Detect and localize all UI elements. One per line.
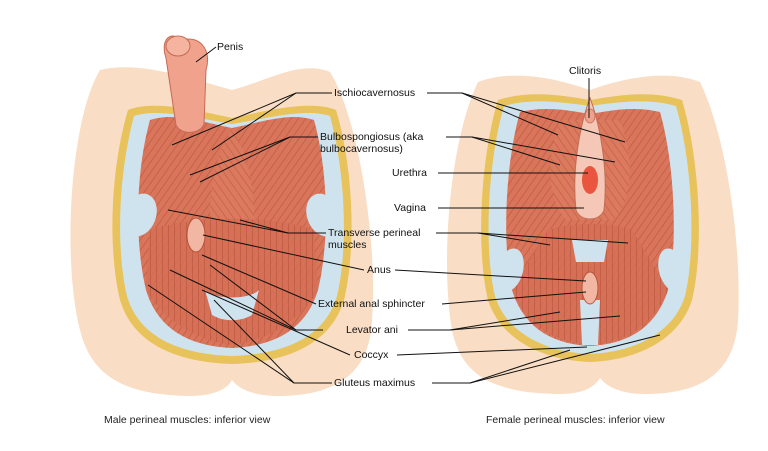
label-urethra: Urethra (392, 167, 428, 179)
female-figure (447, 75, 739, 394)
label-transverse-perineal-line2: muscles (328, 239, 367, 251)
female-anus (581, 271, 599, 305)
caption-female: Female perineal muscles: inferior view (486, 414, 665, 426)
label-levator-ani: Levator ani (346, 324, 398, 336)
label-ischiocavernosus: Ischiocavernosus (334, 87, 416, 99)
male-penis (163, 35, 208, 133)
label-coccyx: Coccyx (354, 349, 389, 361)
male-anus (186, 217, 206, 253)
leader-lines (147, 46, 661, 384)
male-figure (70, 35, 374, 397)
label-anus: Anus (367, 264, 391, 276)
label-bulbospongiosus-line2: bulbocavernosus) (320, 143, 403, 155)
label-gluteus-maximus: Gluteus maximus (334, 377, 416, 389)
label-transverse-perineal-line1: Transverse perineal (328, 227, 421, 239)
label-clitoris: Clitoris (569, 65, 602, 77)
label-penis: Penis (217, 41, 244, 53)
label-external-anal-sphincter: External anal sphincter (318, 298, 425, 310)
label-bulbospongiosus-line1: Bulbospongiosus (aka (320, 131, 424, 143)
female-clitoris (584, 108, 596, 124)
label-vagina: Vagina (394, 202, 426, 214)
caption-male: Male perineal muscles: inferior view (104, 414, 271, 426)
female-vestibule (574, 96, 606, 220)
